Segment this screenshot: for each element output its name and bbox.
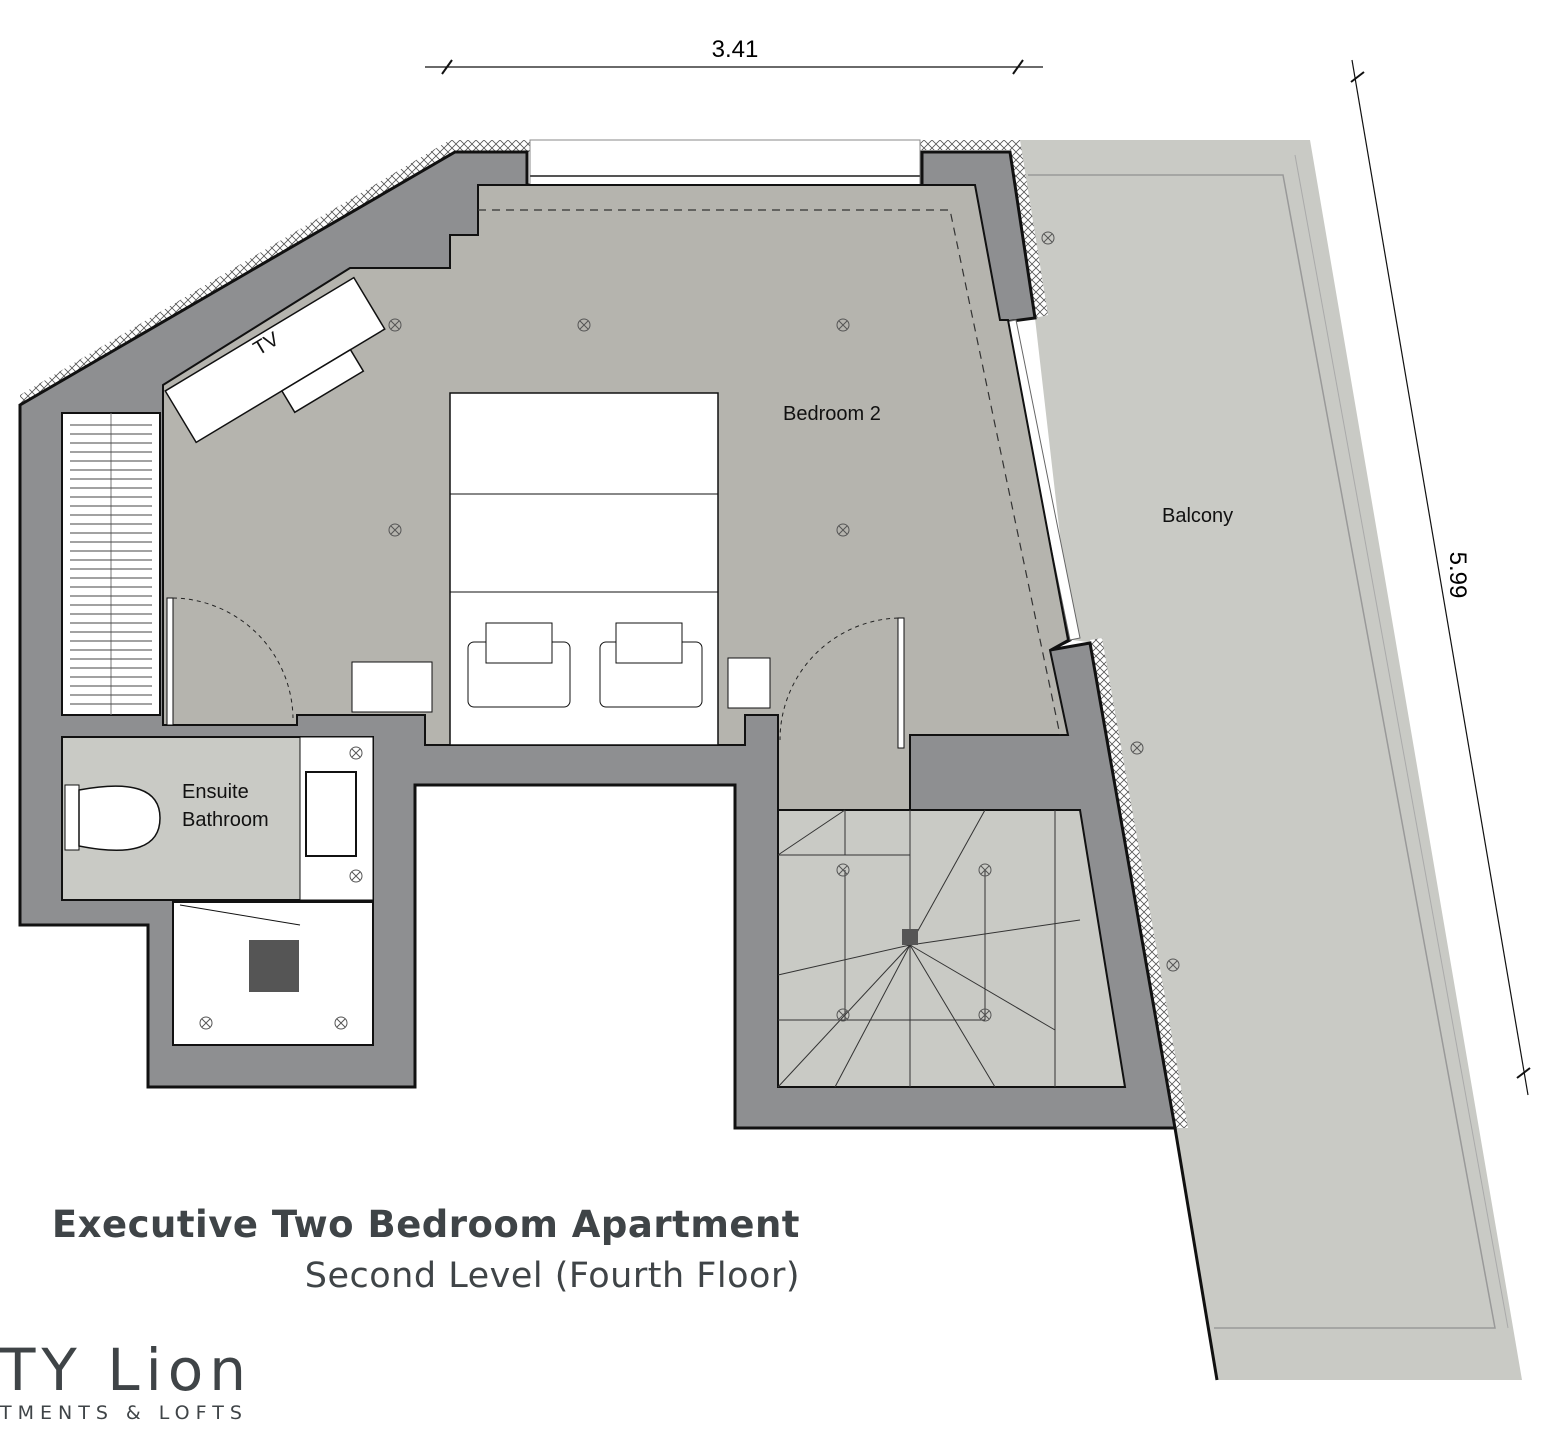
sink-icon	[305, 771, 357, 857]
logo-tagline: TMENTS & LOFTS	[0, 1402, 248, 1424]
brand-logo: TY Lion TMENTS & LOFTS	[0, 1340, 252, 1424]
stair-newel	[902, 929, 918, 945]
ceiling-light-icon	[836, 863, 850, 877]
stair-tread	[909, 919, 1081, 946]
nightstand-left	[351, 661, 433, 713]
top-window[interactable]	[529, 139, 921, 186]
ceiling-light-icon	[978, 863, 992, 877]
ceiling-light-icon	[577, 318, 591, 332]
bathroom-door[interactable]	[166, 597, 294, 726]
ceiling-light-icon	[836, 1008, 850, 1022]
nightstand-right	[727, 657, 771, 709]
length-dimension-label: 5.99	[1444, 552, 1471, 599]
balcony-outline	[1173, 1127, 1219, 1381]
width-dimension: 3.41	[425, 36, 1043, 75]
ceiling-light-icon	[388, 523, 402, 537]
plan-subtitle: Second Level (Fourth Floor)	[304, 1256, 800, 1296]
width-dimension-label: 3.41	[712, 36, 759, 63]
stair-tread	[777, 809, 846, 856]
ceiling-light-icon	[199, 1016, 213, 1030]
bathroom-label-line2: Bathroom	[182, 809, 269, 831]
ceiling-light-icon	[349, 869, 363, 883]
shower-door[interactable]	[179, 904, 301, 926]
bathroom-label-line1: Ensuite	[182, 781, 249, 803]
balcony-edge-2	[1294, 154, 1509, 1329]
ceiling-light-icon	[1166, 958, 1180, 972]
stair-tread	[909, 944, 996, 1088]
plan-title: Executive Two Bedroom Apartment	[51, 1203, 800, 1246]
double-bed	[449, 392, 719, 746]
balcony-edge	[1028, 174, 1496, 1329]
stair-tread	[777, 944, 911, 976]
ceiling-light-icon	[1130, 741, 1144, 755]
staircase[interactable]	[777, 809, 1127, 1088]
bedroom-label: Bedroom 2	[783, 403, 881, 425]
wardrobe	[61, 412, 161, 716]
stair-treads	[777, 809, 1081, 1088]
ceiling-light-icon	[388, 318, 402, 332]
length-dimension: 5.99	[1350, 59, 1531, 1096]
logo-name: TY Lion	[0, 1336, 252, 1404]
stair-tread	[909, 944, 1056, 1031]
tv-unit: TV	[164, 276, 386, 444]
stair-tread	[834, 944, 911, 1088]
shower-drain-icon	[249, 940, 299, 992]
stair-door[interactable]	[779, 617, 905, 749]
ceiling-light-icon	[978, 1008, 992, 1022]
balcony-label: Balcony	[1162, 505, 1233, 527]
ceiling-light-icon	[349, 746, 363, 760]
insulation-hatch-lower	[1090, 638, 1188, 1128]
stair-tread	[909, 809, 986, 946]
ceiling-light-icon	[1041, 231, 1055, 245]
balcony-floor	[1012, 140, 1522, 1380]
ceiling-light-icon	[836, 318, 850, 332]
ceiling-line	[478, 209, 1061, 736]
toilet-icon	[64, 784, 161, 852]
ceiling-light-icon	[334, 1016, 348, 1030]
ceiling-light-icon	[836, 523, 850, 537]
